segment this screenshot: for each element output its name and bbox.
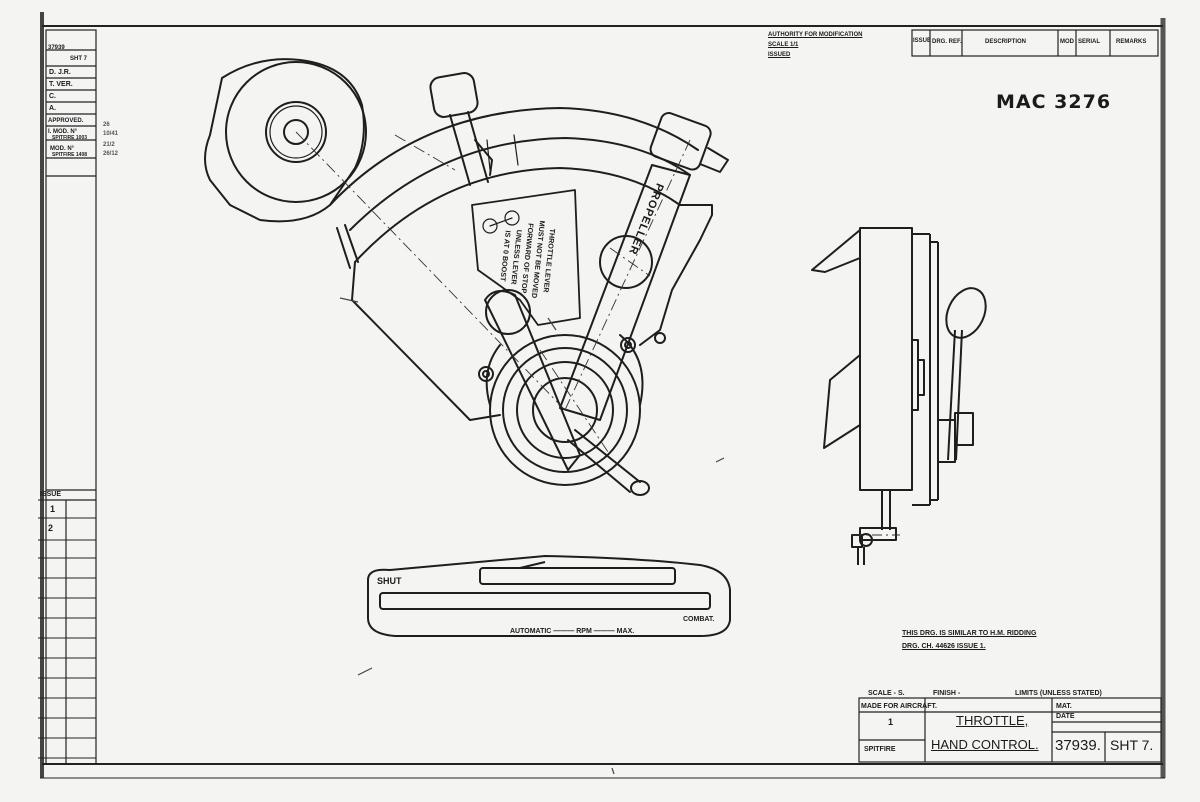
center-lines xyxy=(295,131,691,456)
strip-sheet: SHT 7 xyxy=(70,56,88,62)
strip-mod-1-aircraft: SPITFIRE 1003 xyxy=(52,135,88,141)
strip-mod-2-aircraft: SPITFIRE 1408 xyxy=(52,152,88,158)
strip-drawn: D. J.R. xyxy=(49,69,71,76)
sheet-number: SHT 7. xyxy=(1110,737,1154,753)
gate-label-shut: SHUT xyxy=(377,576,402,586)
header-cell-issue: ISSUE xyxy=(913,38,932,44)
strip-drawing-number: 37939 xyxy=(48,45,65,51)
drawing-title-line-2: HAND CONTROL. xyxy=(931,737,1039,752)
bottom-title-block xyxy=(858,697,1162,763)
issue-row-1: 1 xyxy=(50,504,56,514)
drawing-title-line-1: THROTTLE, xyxy=(956,713,1029,728)
title-header-table xyxy=(911,29,1159,57)
strip-checked: C. xyxy=(49,93,56,100)
aircraft-name: SPITFIRE xyxy=(864,746,896,753)
header-cell-description: DESCRIPTION xyxy=(985,39,1027,45)
handwritten-reference: MAC 3276 xyxy=(996,91,1112,113)
drawing-number: 37939. xyxy=(1055,737,1101,754)
gate-label-combat: COMBAT. xyxy=(683,616,715,623)
date-label: DATE xyxy=(1056,713,1075,720)
stray-marks xyxy=(339,297,725,775)
header-note-authority: AUTHORITY FOR MODIFICATION xyxy=(768,32,863,38)
throttle-quadrant-front-view xyxy=(204,58,729,496)
similar-note-line-2: DRG. CH. 44626 ISSUE 1. xyxy=(902,643,986,650)
gate-rpm-scale: AUTOMATIC ——— RPM ——— MAX. xyxy=(510,628,635,635)
header-cell-drg-ref: DRG. REF. xyxy=(932,39,962,45)
header-cell-serial: SERIAL xyxy=(1078,39,1101,45)
sheet-border xyxy=(40,12,1166,779)
pencil-note-2: 10/41 xyxy=(103,131,119,137)
throttle-side-view xyxy=(811,227,987,565)
strip-mod-approved: APPROVED. xyxy=(48,118,84,124)
similar-note-line-1: THIS DRG. IS SIMILAR TO H.M. RIDDING xyxy=(902,630,1037,637)
throttle-gate-plate xyxy=(367,555,731,637)
header-note-scale: SCALE 1/1 xyxy=(768,42,799,48)
strip-mod-2: MOD. N° xyxy=(50,146,75,152)
material-label: MAT. xyxy=(1056,703,1072,710)
strip-mod-1: I. MOD. N° xyxy=(48,129,78,135)
header-cell-remarks: REMARKS xyxy=(1116,39,1147,45)
issue-row-2: 2 xyxy=(48,523,54,533)
qty-value: 1 xyxy=(888,717,894,727)
issue-label: ISSUE xyxy=(40,491,62,498)
pencil-note-1: 26 xyxy=(103,122,110,128)
strip-traced: T. VER. xyxy=(49,81,73,88)
finish-label: FINISH - xyxy=(933,690,961,697)
strip-approved: A. xyxy=(49,105,56,112)
header-note-issued: ISSUED xyxy=(768,52,791,58)
pencil-note-3: 21/2 xyxy=(103,142,115,148)
pencil-note-4: 26/12 xyxy=(103,151,119,157)
scale-label: SCALE - S. xyxy=(868,690,905,697)
issue-grid xyxy=(38,499,96,759)
limits-label: LIMITS (UNLESS STATED) xyxy=(1015,690,1102,697)
made-for-aircraft-label: MADE FOR AIRCRAFT. xyxy=(861,703,937,710)
header-cell-mod: MOD xyxy=(1060,39,1074,45)
